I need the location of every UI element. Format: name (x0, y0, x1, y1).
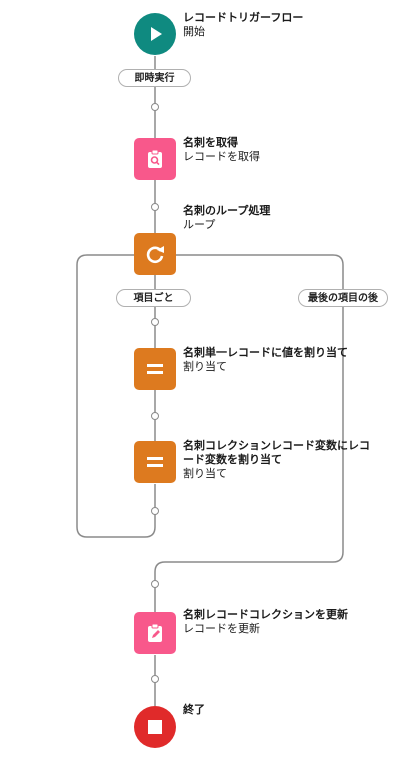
update-records-node[interactable] (134, 612, 176, 654)
connector-dot[interactable] (151, 318, 159, 326)
connector-dot[interactable] (151, 103, 159, 111)
assignment-2-label: 名刺コレクションレコード変数にレコード変数を割り当て 割り当て (183, 439, 371, 481)
immediate-run-label: 即時実行 (134, 73, 175, 84)
loop-label: 名刺のループ処理 ループ (183, 204, 371, 232)
assignment-1-node[interactable] (134, 348, 176, 390)
equals-icon (147, 364, 163, 374)
get-record-title: 名刺を取得 (183, 136, 238, 149)
update-records-subtitle: レコードを更新 (183, 622, 260, 635)
for-each-path[interactable]: 項目ごと (116, 289, 191, 307)
loop-title: 名刺のループ処理 (183, 204, 271, 217)
start-subtitle: 開始 (183, 25, 205, 38)
connector-dot[interactable] (151, 203, 159, 211)
end-title: 終了 (183, 703, 205, 716)
connector-dot[interactable] (151, 675, 159, 683)
after-last-label: 最後の項目の後 (308, 293, 378, 304)
after-last-path[interactable]: 最後の項目の後 (298, 289, 388, 307)
start-node[interactable] (134, 13, 176, 55)
get-record-subtitle: レコードを取得 (183, 150, 260, 163)
end-node[interactable] (134, 706, 176, 748)
assignment-2-node[interactable] (134, 441, 176, 483)
assignment-2-title: 名刺コレクションレコード変数にレコード変数を割り当て (183, 439, 370, 466)
connector-dot[interactable] (151, 580, 159, 588)
get-record-label: 名刺を取得 レコードを取得 (183, 136, 371, 164)
stop-icon (148, 720, 162, 734)
assignment-1-subtitle: 割り当て (183, 360, 227, 373)
loop-icon (146, 246, 164, 264)
loop-subtitle: ループ (183, 218, 216, 231)
connector-dot[interactable] (151, 412, 159, 420)
immediate-run-path[interactable]: 即時実行 (118, 69, 191, 87)
assignment-1-label: 名刺単一レコードに値を割り当て 割り当て (183, 346, 371, 374)
update-records-title: 名刺レコードコレクションを更新 (183, 608, 348, 621)
start-label: レコードトリガーフロー 開始 (183, 11, 371, 39)
get-record-node[interactable] (134, 138, 176, 180)
end-label: 終了 (183, 703, 371, 717)
for-each-label: 項目ごと (133, 293, 174, 304)
start-title: レコードトリガーフロー (183, 11, 304, 24)
equals-icon (147, 457, 163, 467)
update-records-label: 名刺レコードコレクションを更新 レコードを更新 (183, 608, 371, 636)
clipboard-search-icon (148, 149, 162, 168)
play-icon (151, 27, 162, 41)
assignment-1-title: 名刺単一レコードに値を割り当て (183, 346, 348, 359)
assignment-2-subtitle: 割り当て (183, 467, 227, 480)
connector-dot[interactable] (151, 507, 159, 515)
loop-node[interactable] (134, 233, 176, 275)
clipboard-edit-icon (148, 623, 162, 642)
